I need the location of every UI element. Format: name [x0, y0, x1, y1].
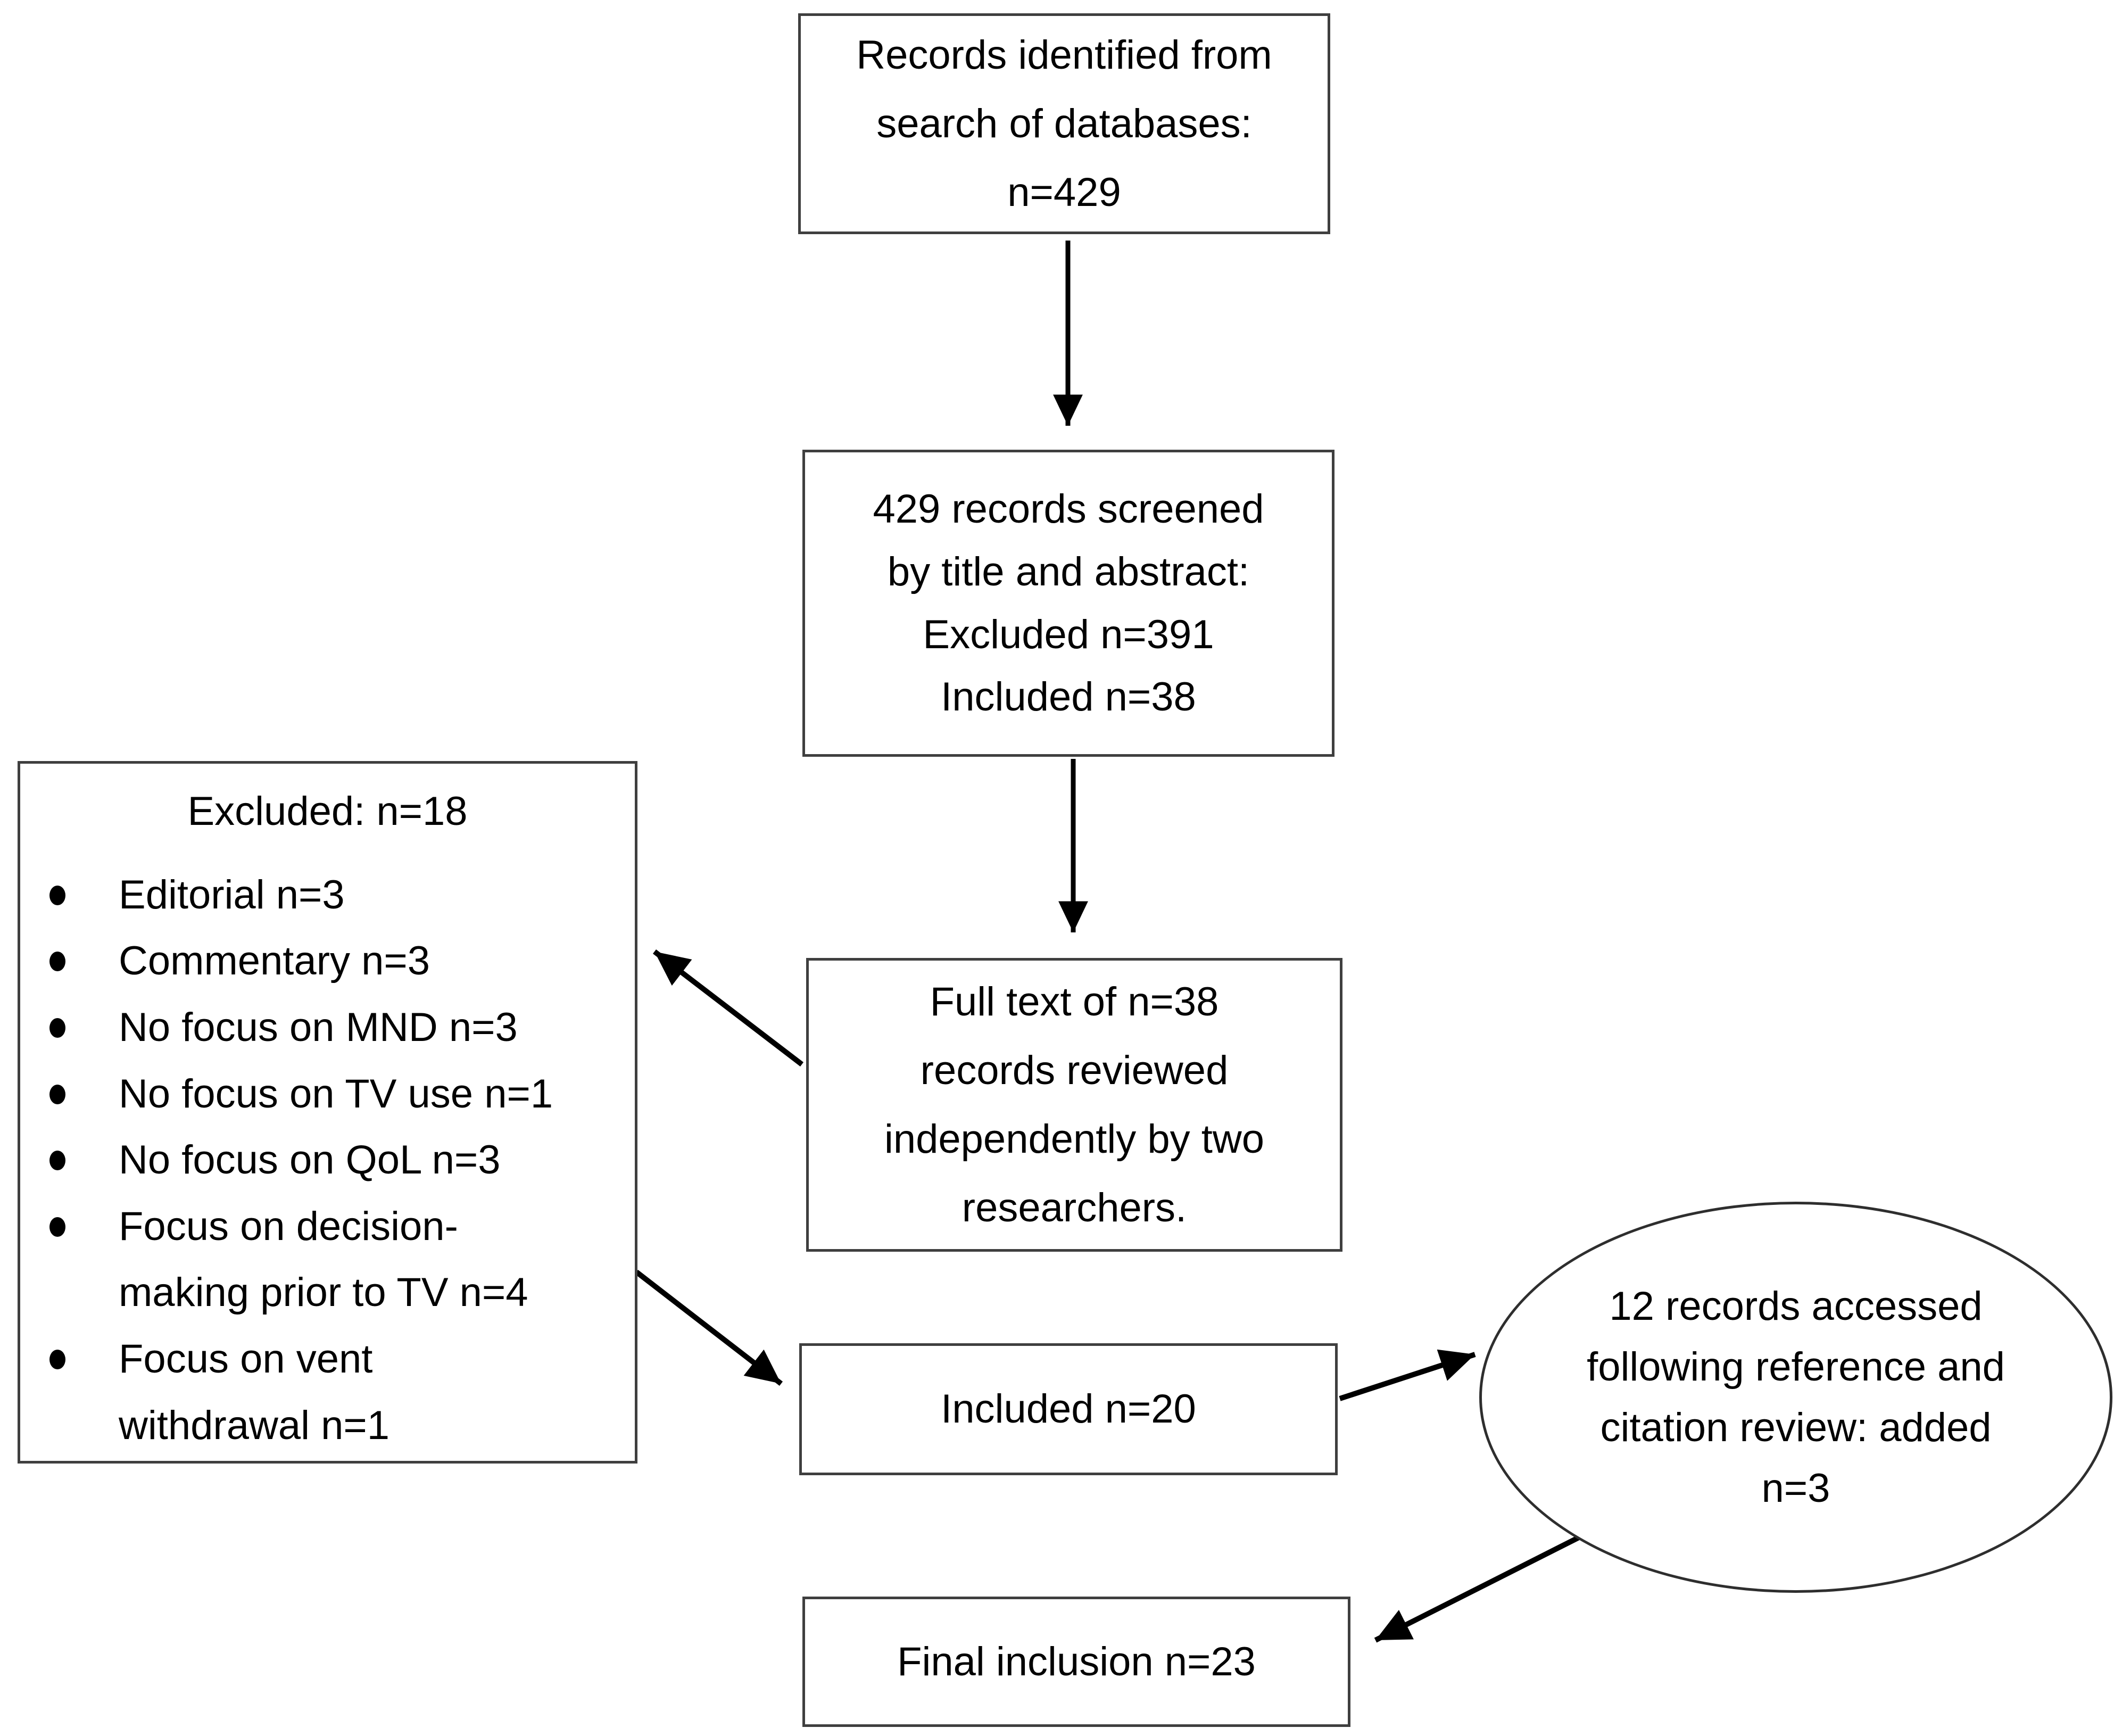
list-item: Editorial n=3	[49, 862, 614, 929]
list-item: No focus on QoL n=3	[49, 1127, 614, 1194]
final-inclusion-text: Final inclusion n=23	[897, 1639, 1256, 1684]
bullet-icon	[49, 1018, 65, 1038]
node-citation-review: 12 records accessed following reference …	[1479, 1202, 2112, 1593]
list-item: Focus on vent withdrawal n=1	[49, 1326, 614, 1459]
bullet-icon	[49, 1084, 65, 1104]
list-item: Focus on decision- making prior to TV n=…	[49, 1194, 614, 1326]
arrow-included-to-citation	[1339, 1349, 1476, 1401]
excluded-items-list: Editorial n=3 Commentary n=3 No focus on…	[49, 862, 614, 1459]
fulltext-review-text: Full text of n=38 records reviewed indep…	[884, 979, 1265, 1231]
arrow-citation-to-final	[1374, 1533, 1585, 1643]
list-item: No focus on MND n=3	[49, 995, 614, 1061]
records-screened-text: 429 records screened by title and abstra…	[873, 486, 1264, 720]
bullet-icon	[49, 885, 65, 905]
bullet-icon	[49, 952, 65, 972]
node-included: Included n=20	[799, 1343, 1338, 1475]
bullet-icon	[49, 1350, 65, 1369]
records-identified-text: Records identified from search of databa…	[856, 32, 1272, 216]
node-records-screened: 429 records screened by title and abstra…	[802, 450, 1334, 757]
bullet-icon	[49, 1217, 65, 1237]
node-excluded-reasons: Excluded: n=18 Editorial n=3 Commentary …	[18, 761, 637, 1464]
bullet-icon	[49, 1151, 65, 1171]
excluded-title: Excluded: n=18	[187, 789, 468, 834]
list-item: No focus on TV use n=1	[49, 1061, 614, 1128]
list-item: Commentary n=3	[49, 928, 614, 995]
arrow-excluded-to-included	[634, 1270, 783, 1386]
arrow-fulltext-to-excluded	[652, 949, 804, 1067]
included-text: Included n=20	[941, 1386, 1196, 1432]
node-fulltext-review: Full text of n=38 records reviewed indep…	[806, 958, 1342, 1252]
citation-review-text: 12 records accessed following reference …	[1587, 1283, 2005, 1511]
node-final-inclusion: Final inclusion n=23	[802, 1597, 1350, 1727]
node-records-identified: Records identified from search of databa…	[798, 13, 1330, 234]
